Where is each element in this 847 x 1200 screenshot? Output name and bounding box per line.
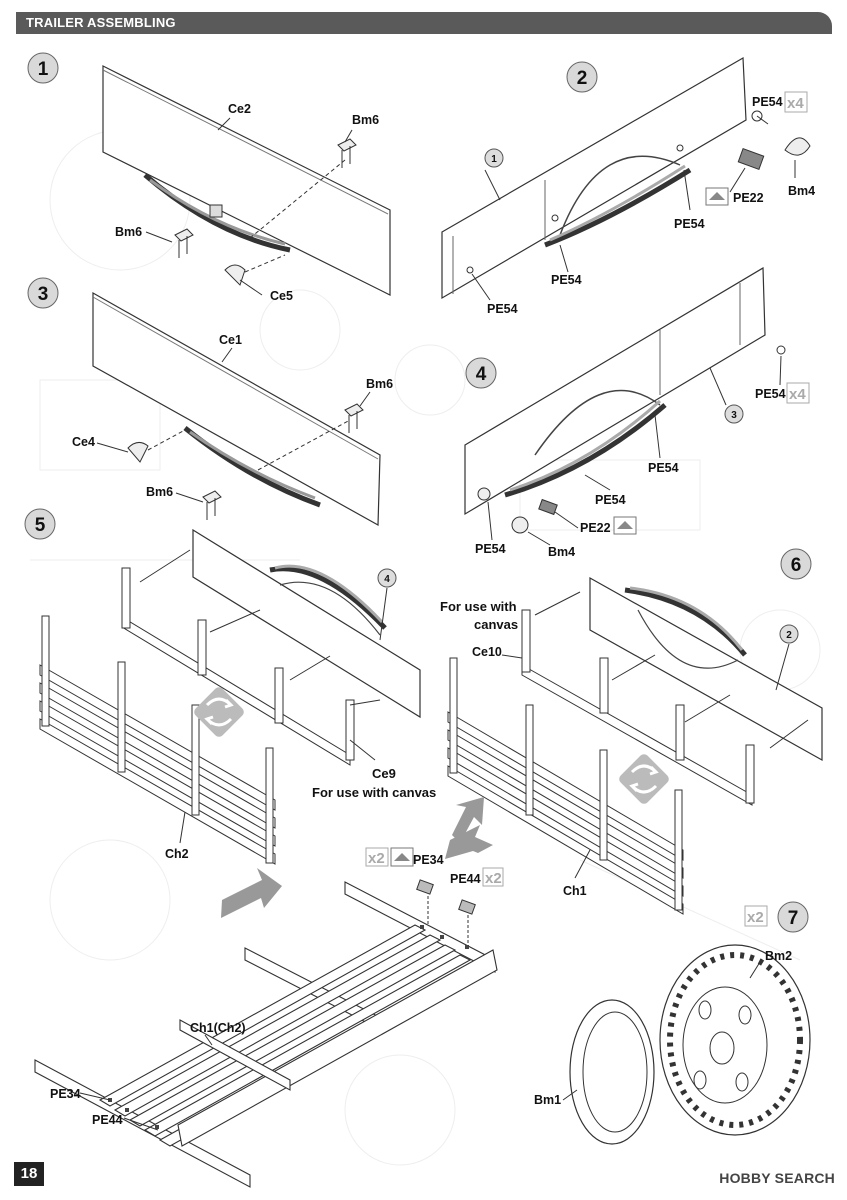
step-5-number: 5 xyxy=(35,515,46,536)
mult-s4: x4 xyxy=(789,386,806,403)
label-pe54-s4-x4: PE54 xyxy=(755,387,786,401)
label-ce1: Ce1 xyxy=(219,333,242,347)
label-pe34-bot: PE34 xyxy=(50,1087,81,1101)
label-bm1: Bm1 xyxy=(534,1093,561,1107)
page-number: 18 xyxy=(14,1162,44,1186)
label-pe54-s2-b: PE54 xyxy=(551,273,582,287)
side-panel-ce1 xyxy=(92,291,381,527)
flip-icon-s6 xyxy=(619,754,669,804)
label-pe22-s4: PE22 xyxy=(580,521,611,535)
label-ce5: Ce5 xyxy=(270,289,293,303)
page-header: TRAILER ASSEMBLING xyxy=(16,12,832,34)
label-pe54-s4-a: PE54 xyxy=(648,461,679,475)
label-pe22-s2: PE22 xyxy=(733,191,764,205)
flip-icon-s5 xyxy=(194,687,244,737)
label-pe44-top: PE44 xyxy=(450,872,481,886)
step-1-number: 1 xyxy=(38,59,49,80)
watermark: HOBBY SEARCH xyxy=(719,1170,835,1186)
label-ch1: Ch1 xyxy=(563,884,587,898)
step-4-number: 4 xyxy=(476,364,487,385)
label-ch2: Ch2 xyxy=(165,847,189,861)
label-bm4-s2: Bm4 xyxy=(788,184,815,198)
tire-bm2 xyxy=(659,944,811,1136)
label-bm6-a: Bm6 xyxy=(352,113,379,127)
step-3-diagram: 3 xyxy=(27,277,381,527)
label-ce2: Ce2 xyxy=(228,102,251,116)
step-2-number: 2 xyxy=(577,68,588,89)
step-7-number: 7 xyxy=(788,908,799,929)
chassis-diagram xyxy=(34,825,504,1188)
side-panel-ce2 xyxy=(102,65,391,296)
mult-pe44: x2 xyxy=(485,870,502,887)
pe34-mult-box xyxy=(365,847,504,887)
label-pe34-top: PE34 xyxy=(413,853,444,867)
label-bm4-s4: Bm4 xyxy=(548,545,575,559)
label-pe54-s2-x4: PE54 xyxy=(752,95,783,109)
step-1-badge xyxy=(27,52,59,84)
mult-pe34: x2 xyxy=(368,850,385,867)
label-ce10: Ce10 xyxy=(472,645,502,659)
label-bm6-b: Bm6 xyxy=(115,225,142,239)
label-canvas-s6-l1: For use with xyxy=(440,599,517,614)
step-6-number: 6 xyxy=(791,555,802,576)
label-bm6-c: Bm6 xyxy=(366,377,393,391)
label-pe54-s2-a: PE54 xyxy=(674,217,705,231)
label-pe44-bot: PE44 xyxy=(92,1113,123,1127)
label-ce9: Ce9 xyxy=(372,766,396,781)
mult-s7: x2 xyxy=(747,909,764,926)
step-7-diagram: 7 xyxy=(562,901,811,1145)
label-bm6-d: Bm6 xyxy=(146,485,173,499)
step-2-diagram: 2 1 xyxy=(441,56,811,301)
label-pe54-s4-c: PE54 xyxy=(475,542,506,556)
label-canvas-s6-l2: canvas xyxy=(474,617,518,632)
ref-4: 4 xyxy=(384,574,390,585)
label-pe54-s2-c: PE54 xyxy=(487,302,518,316)
step-3-number: 3 xyxy=(38,284,49,305)
mult-s2: x4 xyxy=(787,95,804,112)
step-4-diagram: 4 3 xyxy=(464,266,810,546)
rim-bm1 xyxy=(569,999,655,1145)
label-canvas-s5: For use with canvas xyxy=(312,785,436,800)
ref-1: 1 xyxy=(491,154,497,165)
label-bm2: Bm2 xyxy=(765,949,792,963)
step-1-diagram: 1 xyxy=(27,52,391,296)
label-ch1ch2: Ch1(Ch2) xyxy=(190,1021,246,1035)
step-6-diagram: 6 2 xyxy=(447,548,823,915)
ref-3: 3 xyxy=(731,410,737,421)
header-title: TRAILER ASSEMBLING xyxy=(26,15,176,30)
step-5-diagram: 5 4 xyxy=(24,508,421,918)
ref-2: 2 xyxy=(786,630,792,641)
label-pe54-s4-b: PE54 xyxy=(595,493,626,507)
label-ce4: Ce4 xyxy=(72,435,95,449)
